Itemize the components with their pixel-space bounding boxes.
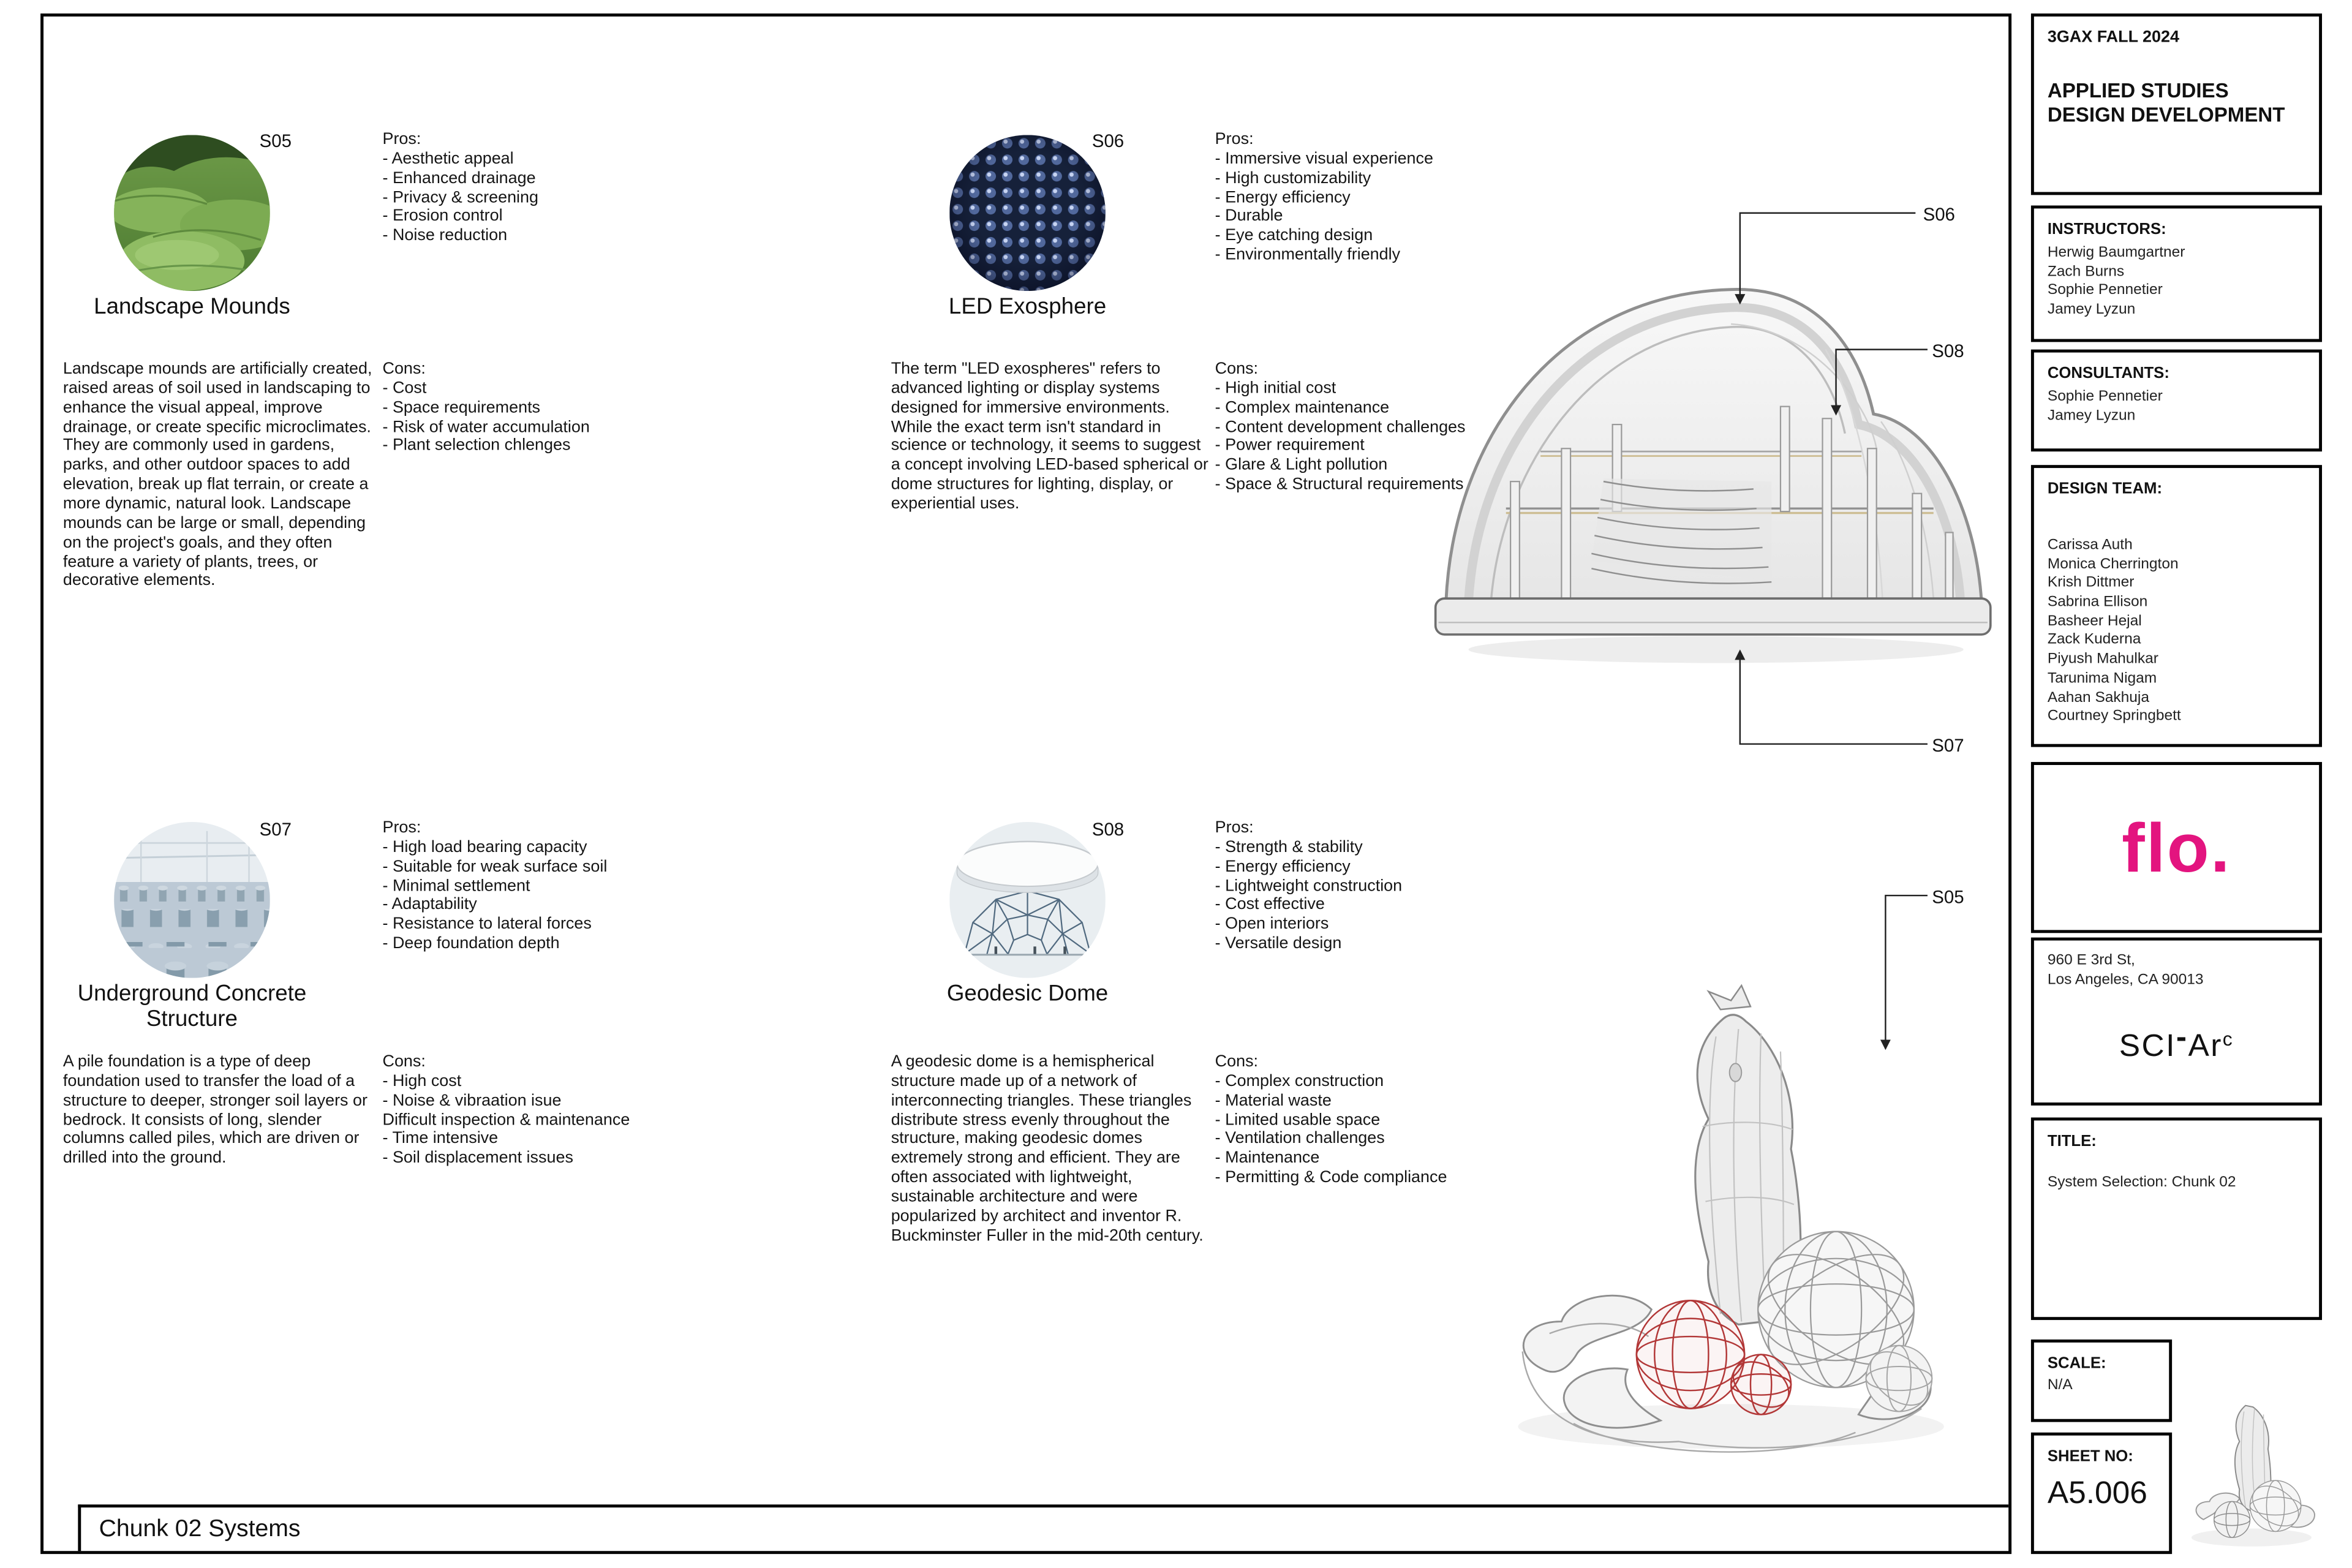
sheet-number-value: A5.006: [2047, 1476, 2147, 1511]
system-title-geodesic-dome: Geodesic Dome: [946, 981, 1109, 1007]
cons-list: - Complex construction - Material waste …: [1215, 1072, 1447, 1187]
pros-list: - Strength & stability - Energy efficien…: [1215, 838, 1403, 953]
landscape-mounds-image: [114, 135, 270, 292]
cons-block-s05: Cons: - Cost - Space requirements - Risk…: [382, 360, 660, 456]
system-id-label-s06: S06: [1091, 130, 1125, 152]
header-box: 3GAX FALL 2024 APPLIED STUDIES DESIGN DE…: [2030, 13, 2323, 195]
pros-block-s08: Pros: - Strength & stability - Energy ef…: [1215, 819, 1493, 954]
pros-label: Pros:: [1215, 130, 1254, 149]
pros-label: Pros:: [382, 819, 421, 837]
cons-label: Cons:: [1215, 360, 1259, 379]
instructors-box: INSTRUCTORS: Herwig Baumgartner Zach Bur…: [2030, 205, 2323, 342]
design-team-box: DESIGN TEAM: Carissa Auth Monica Cherrin…: [2030, 465, 2323, 747]
sciarc-logo-sci: SCI: [2119, 1029, 2176, 1065]
pros-block-s05: Pros: - Aesthetic appeal - Enhanced drai…: [382, 130, 645, 246]
pros-list: - High load bearing capacity - Suitable …: [382, 838, 608, 953]
instructors-list: Herwig Baumgartner Zach Burns Sophie Pen…: [2047, 244, 2185, 318]
system-id-label-s08: S08: [1091, 819, 1125, 840]
pros-list: - Immersive visual experience - High cus…: [1215, 149, 1434, 265]
led-exosphere-image: [949, 135, 1106, 292]
pile-foundation-image: [114, 822, 270, 978]
pros-list: - Aesthetic appeal - Enhanced drainage -…: [382, 149, 539, 245]
flo-logo: flo.: [2122, 809, 2231, 887]
callout-s08: S08: [1932, 340, 1964, 362]
system-id-label-s07: S07: [259, 819, 292, 840]
sheet-number-box: SHEET NO: A5.006: [2030, 1432, 2173, 1555]
description-s05: Landscape mounds are artificially create…: [62, 360, 372, 590]
description-s07: A pile foundation is a type of deep foun…: [62, 1053, 368, 1168]
pros-label: Pros:: [1215, 819, 1254, 837]
cons-label: Cons:: [1215, 1053, 1259, 1071]
sciarc-logo: SCI-Arc: [2048, 1020, 2305, 1066]
sheet-footer: Chunk 02 Systems: [78, 1504, 2009, 1551]
sheet-footer-label: Chunk 02 Systems: [99, 1515, 301, 1542]
cons-list: - Cost - Space requirements - Risk of wa…: [382, 379, 590, 456]
firm-address: 960 E 3rd St, Los Angeles, CA 90013: [2047, 952, 2204, 989]
cons-block-s06: Cons: - High initial cost - Complex main…: [1215, 360, 1500, 495]
sciarc-logo-ar: Ar: [2188, 1029, 2223, 1065]
title-box: TITLE: System Selection: Chunk 02: [2030, 1117, 2323, 1321]
program-label: 3GAX FALL 2024: [2047, 28, 2179, 47]
sciarc-logo-dash: -: [2176, 1020, 2188, 1055]
instructors-label: INSTRUCTORS:: [2047, 221, 2166, 239]
address-box: 960 E 3rd St, Los Angeles, CA 90013 SCI-…: [2030, 937, 2323, 1106]
geodesic-dome-photo: [949, 822, 1106, 978]
led-exosphere-photo: [949, 135, 1106, 292]
cons-list: - High cost - Noise & vibraation isue Di…: [382, 1072, 630, 1168]
pros-label: Pros:: [382, 130, 421, 149]
main-frame: S05 Landscape Mounds Pros: - Aesthetic a…: [40, 13, 2012, 1555]
cons-block-s08: Cons: - Complex construction - Material …: [1215, 1053, 1508, 1188]
landscape-mounds-photo: [114, 135, 270, 292]
cons-label: Cons:: [382, 1053, 426, 1071]
chunk-model-render: [1483, 976, 1978, 1471]
scale-label: SCALE:: [2047, 1354, 2106, 1373]
design-team-list: Carissa Auth Monica Cherrington Krish Di…: [2047, 537, 2181, 725]
consultants-list: Sophie Pennetier Jamey Lyzun: [2047, 388, 2163, 424]
description-s06: The term "LED exospheres" refers to adva…: [891, 360, 1208, 513]
firm-logo-box: flo.: [2030, 762, 2323, 933]
callout-s05: S05: [1932, 886, 1964, 908]
sheet-number-label: SHEET NO:: [2047, 1447, 2133, 1466]
scale-box: SCALE: N/A: [2030, 1339, 2173, 1422]
title-label: TITLE:: [2047, 1132, 2097, 1151]
system-title-led-exosphere: LED Exosphere: [948, 294, 1107, 320]
title-block: 3GAX FALL 2024 APPLIED STUDIES DESIGN DE…: [2030, 13, 2323, 1555]
sciarc-logo-c: c: [2222, 1028, 2234, 1051]
callout-s07: S07: [1932, 735, 1964, 756]
system-title-landscape-mounds: Landscape Mounds: [94, 294, 290, 320]
cons-list: - High initial cost - Complex maintenanc…: [1215, 379, 1466, 494]
dome-section-render: [1423, 257, 2008, 684]
geodesic-dome-image: [949, 822, 1106, 978]
description-s08: A geodesic dome is a hemispherical struc…: [891, 1053, 1204, 1245]
consultants-label: CONSULTANTS:: [2047, 364, 2169, 383]
course-title: APPLIED STUDIES DESIGN DEVELOPMENT: [2047, 79, 2285, 127]
callout-s06: S06: [1923, 204, 1955, 225]
cons-label: Cons:: [382, 360, 426, 379]
pile-foundation-photo: [114, 822, 270, 978]
pros-block-s07: Pros: - High load bearing capacity - Sui…: [382, 819, 660, 954]
scale-value: N/A: [2047, 1377, 2073, 1394]
design-team-label: DESIGN TEAM:: [2047, 480, 2163, 499]
system-title-underground-concrete: Underground Concrete Structure: [77, 981, 307, 1032]
model-thumbnail: [2182, 1387, 2322, 1554]
title-value: System Selection: Chunk 02: [2047, 1174, 2236, 1191]
pros-block-s06: Pros: - Immersive visual experience - Hi…: [1215, 130, 1485, 265]
system-id-label-s05: S05: [259, 130, 292, 152]
consultants-box: CONSULTANTS: Sophie Pennetier Jamey Lyzu…: [2030, 349, 2323, 452]
cons-block-s07: Cons: - High cost - Noise & vibraation i…: [382, 1053, 675, 1169]
